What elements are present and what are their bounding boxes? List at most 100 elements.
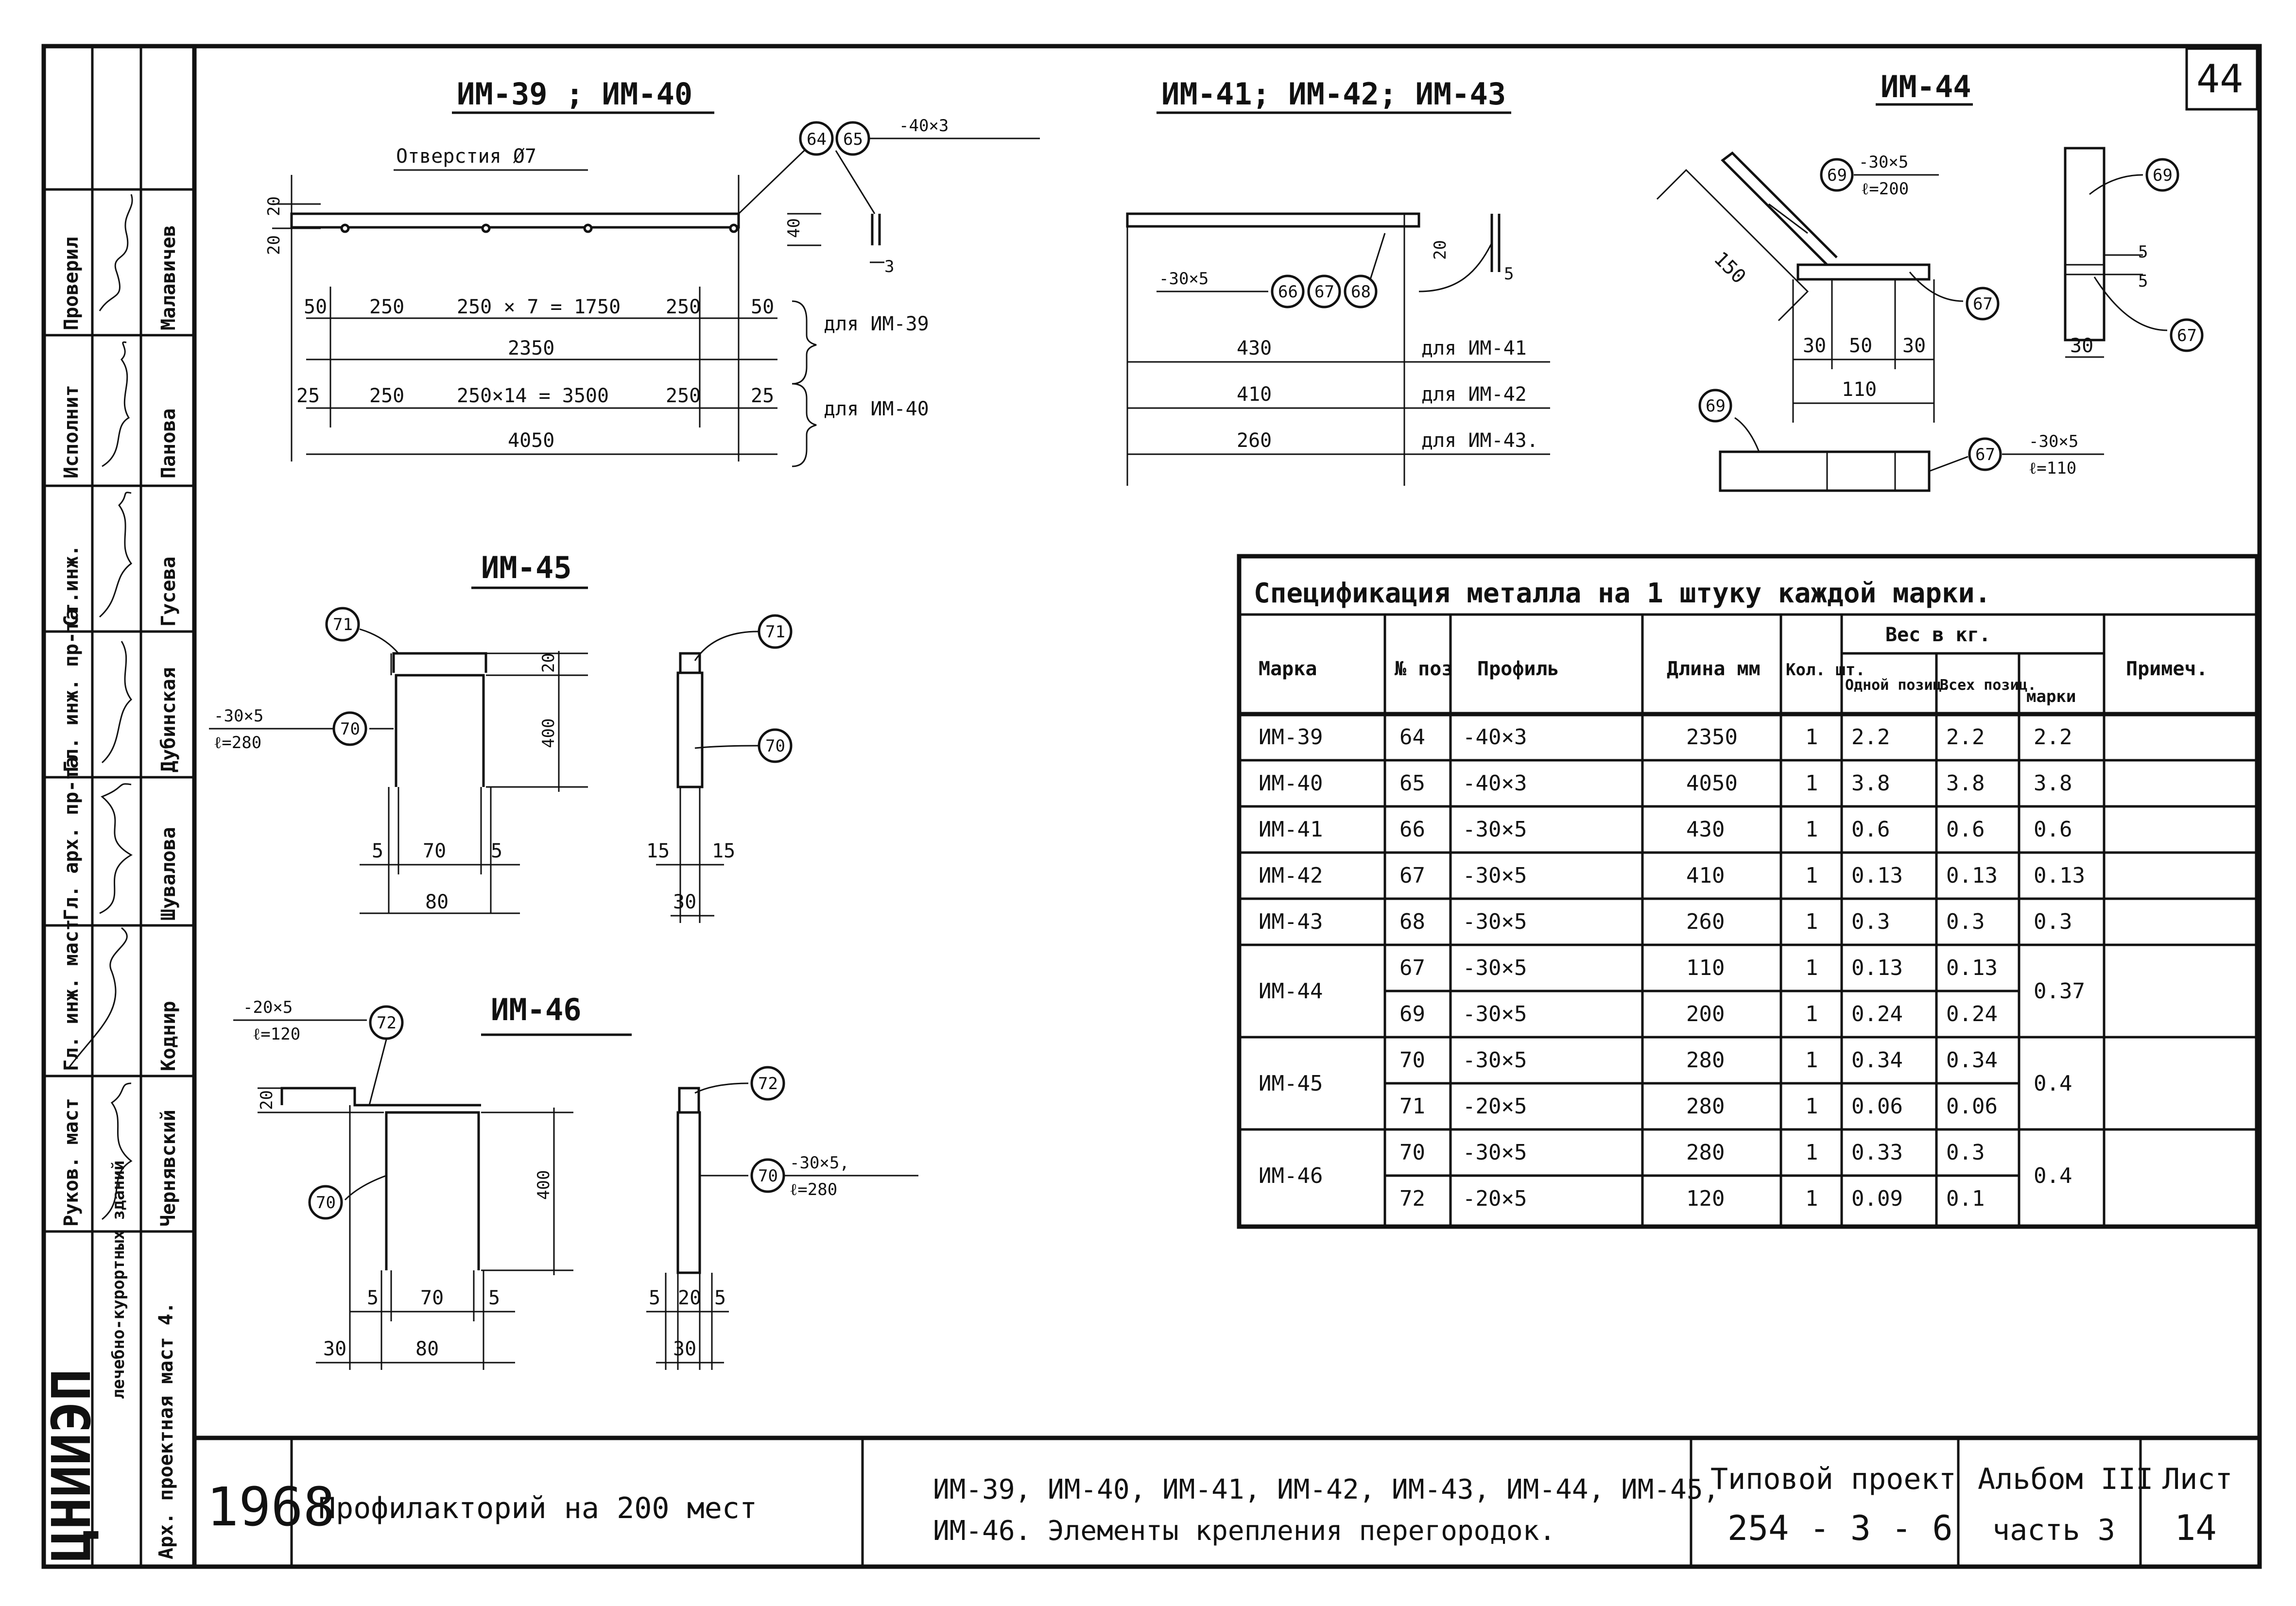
cell-one: 0.6 [1851,817,1890,842]
im46-dim-80: 80 [415,1338,439,1360]
im44-dim-50: 50 [1849,335,1872,357]
signature-chief-engineer [102,641,133,764]
cell-qty: 1 [1805,863,1818,888]
title-im41-im43: ИМ-41; ИМ-42; ИМ-43 [1161,76,1506,112]
position-67-im44b: 67 [2177,326,2197,345]
header-weight: Вес в кг. [1885,624,1991,646]
im46-dim-400: 400 [534,1170,553,1200]
cell-qty: 1 [1805,1140,1818,1165]
cell-length: 110 [1686,956,1725,980]
title-im39-im40: ИМ-39 ; ИМ-40 [457,76,692,112]
cell-all: 0.13 [1946,956,1998,980]
cell-pos: 67 [1399,863,1425,888]
cell-pos: 64 [1399,725,1425,750]
stamp-workshop: Арх. проектная маст 4. [155,1302,177,1559]
cell-profile: -20×5 [1463,1094,1527,1119]
position-64-im39: 64 [807,130,827,149]
cell-markw: 0.3 [2034,909,2072,934]
cell-all: 0.24 [1946,1002,1998,1026]
drawing-im41-im43: ИМ-41; ИМ-42; ИМ-43 20 5 -30×5 66 67 68 … [1126,76,1550,486]
title-block-object: Профилакторий на 200 мест [318,1491,757,1525]
drawing-im44: ИМ-44 30 50 30 110 150 69 -30×5 ℓ=200 67… [1656,69,2204,492]
cell-all: 0.34 [1946,1048,1998,1073]
cell-pos: 66 [1399,817,1425,842]
cell-markw: 0.37 [2034,979,2085,1004]
cell-length: 120 [1686,1186,1725,1211]
corner-sheet-number-box: 44 [2185,47,2259,111]
title-block-album: Альбом III [1978,1462,2153,1496]
cell-pos: 69 [1399,1002,1425,1026]
cell-length: 4050 [1686,771,1738,796]
cell-profile: -30×5 [1463,1048,1527,1073]
title-block-sheet-number: 14 [2175,1507,2217,1548]
im46-dim-70: 70 [420,1287,444,1309]
stamp-name-chief-architect: Шувалова [157,827,180,921]
holes-note: Отверстия Ø7 [396,145,536,168]
cell-mark: ИМ-39 [1259,725,1323,750]
im39-dim-40: 40 [784,218,804,238]
stamp-name-workshop-head: Чернявский [157,1110,180,1227]
position-70-im46b: 70 [758,1166,778,1186]
cell-mark: ИМ-46 [1259,1163,1323,1188]
header-length: Длина мм [1667,658,1761,680]
stamp-role-chief-engineer-workshop: Гл. инж. маст [60,919,83,1071]
cell-length: 410 [1686,863,1725,888]
position-69-im44c: 69 [1706,396,1726,416]
im45-dim-70: 70 [423,840,446,862]
im45-dim-80: 80 [425,891,449,913]
im45-note1: -30×5 [214,706,263,726]
cell-profile: -40×3 [1463,725,1527,750]
im46-dim-5b: 5 [488,1287,500,1309]
stamp-name-executor: Панова [157,409,180,479]
cell-profile: -30×5 [1463,956,1527,980]
cell-all: 0.3 [1946,909,1985,934]
cell-mark: ИМ-44 [1259,979,1323,1004]
im39-note: для ИМ-39 [824,313,929,335]
im45-dim-30: 30 [673,891,696,913]
im41-length: 430 [1237,337,1272,359]
cell-all: 2.2 [1946,725,1985,750]
cell-mark: ИМ-43 [1259,909,1323,934]
cell-qty: 1 [1805,956,1818,980]
im44-dim-110: 110 [1842,378,1877,401]
im39-dim-3: 3 [884,257,894,276]
cell-all: 0.13 [1946,863,1998,888]
im46-dim-30: 30 [323,1338,346,1360]
cell-one: 0.13 [1851,863,1903,888]
signature-checked [99,194,133,311]
cell-markw: 2.2 [2034,725,2072,750]
stamp-role-executor: Исполнит [60,385,83,478]
position-65-im39: 65 [843,130,863,149]
stamp-name-checked: Малавичев [157,225,180,330]
title-im46: ИМ-46 [491,992,582,1027]
cell-mark: ИМ-41 [1259,817,1323,842]
position-66: 66 [1278,282,1298,302]
header-note: Примеч. [2126,658,2208,680]
im40-r2-d: 250 [666,385,701,407]
im46-dim-5d: 5 [714,1287,726,1309]
title-block-sheet-label: Лист [2162,1462,2233,1496]
drawing-im46: ИМ-46 -20×5 ℓ=120 72 20 400 70 5 70 5 30… [233,992,918,1370]
position-69-im44b: 69 [2153,166,2173,185]
cell-pos: 70 [1399,1140,1425,1165]
cell-all: 0.06 [1946,1094,1998,1119]
cell-markw: 0.13 [2034,863,2085,888]
im41-note: для ИМ-41 [1421,337,1527,359]
cell-qty: 1 [1805,909,1818,934]
cell-profile: -30×5 [1463,1002,1527,1026]
im45-dim-15b: 15 [712,840,735,862]
im39-profile-note: -40×3 [899,116,949,136]
title-im44: ИМ-44 [1881,69,1971,104]
cell-one: 0.33 [1851,1140,1903,1165]
im46-note1: -20×5 [243,998,293,1017]
signature-senior-engineer [99,492,133,618]
stamp-role-chief-architect: Гл. арх. пр-та [60,757,83,921]
signature-workshop-engineer [67,927,128,1069]
cell-length: 280 [1686,1140,1725,1165]
position-68: 68 [1351,282,1371,302]
im40-note: для ИМ-40 [824,398,929,420]
signature-chief-architect [99,783,133,914]
